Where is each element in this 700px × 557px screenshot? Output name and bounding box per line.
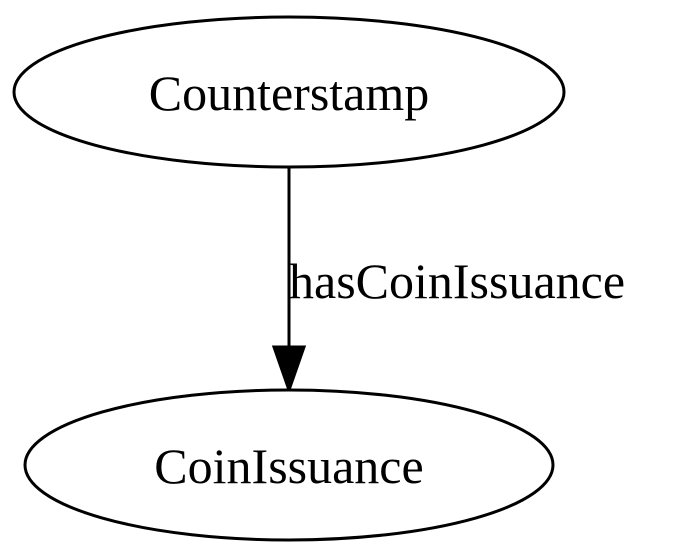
arrow-head-icon [271,345,307,395]
node-coinissuance[interactable]: CoinIssuance [23,388,555,542]
edge-label: hasCoinIssuance [289,253,625,309]
node-counterstamp[interactable]: Counterstamp [12,15,566,169]
node-shape [12,15,566,169]
node-label: CoinIssuance [154,438,423,494]
edge-hascoinissuance: hasCoinIssuance [271,168,625,395]
node-label: Counterstamp [149,65,430,121]
node-shape [23,388,555,542]
